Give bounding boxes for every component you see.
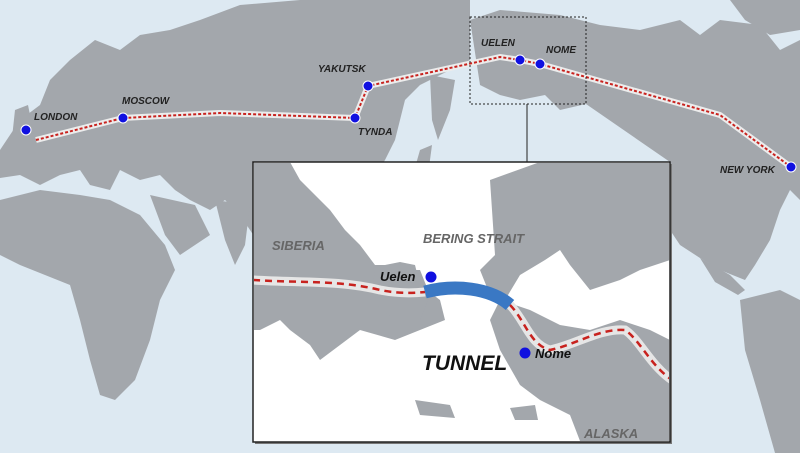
- tunnel-label: TUNNEL: [422, 352, 507, 375]
- city-dot-london[interactable]: [20, 124, 32, 136]
- inset-rail-route: [254, 278, 669, 380]
- city-label-uelen: UELEN: [481, 38, 516, 49]
- inset-highlight-box: [469, 16, 587, 105]
- landmass-africa: [0, 190, 175, 400]
- city-label-yakutsk: YAKUTSK: [318, 64, 366, 75]
- landmass-north-america: [470, 10, 800, 280]
- landmass-central-america: [700, 258, 745, 295]
- city-dot-yakutsk[interactable]: [362, 80, 374, 92]
- city-label-london: LONDON: [34, 112, 78, 123]
- inset-land-alaska-north: [480, 163, 669, 300]
- inset-dot-nome[interactable]: [519, 347, 531, 359]
- tunnel-segment[interactable]: [423, 281, 515, 311]
- city-markers: [20, 54, 797, 173]
- inset-label-uelen: Uelen: [380, 269, 415, 284]
- city-label-moscow: MOSCOW: [122, 96, 171, 107]
- city-dot-uelen[interactable]: [514, 54, 526, 66]
- rail-route-world: [35, 54, 793, 170]
- city-label-new-york: NEW YORK: [720, 165, 776, 176]
- landmass-kamchatka: [430, 75, 455, 140]
- city-dot-nome[interactable]: [534, 58, 546, 70]
- landmass-arabia: [150, 195, 210, 255]
- bering-strait-inset: SIBERIA BERING STRAIT ALASKA Uelen Nome …: [252, 161, 672, 444]
- landmass-india: [215, 200, 250, 265]
- city-dot-moscow[interactable]: [117, 112, 129, 124]
- city-label-tynda: TYNDA: [358, 127, 392, 138]
- city-dot-tynda[interactable]: [349, 112, 361, 124]
- inset-island-2: [510, 405, 538, 420]
- inset-island-1: [415, 400, 455, 418]
- inset-region-alaska: ALASKA: [583, 426, 638, 441]
- inset-region-bering-strait: BERING STRAIT: [423, 231, 525, 246]
- city-label-nome: NOME: [546, 45, 576, 56]
- landmass-south-america: [740, 290, 800, 453]
- inset-label-nome: Nome: [535, 346, 571, 361]
- inset-region-siberia: SIBERIA: [272, 238, 325, 253]
- landmass-greenland: [730, 0, 800, 35]
- inset-dot-uelen[interactable]: [425, 271, 437, 283]
- city-dot-new-york[interactable]: [785, 161, 797, 173]
- inset-island-3: [555, 390, 572, 404]
